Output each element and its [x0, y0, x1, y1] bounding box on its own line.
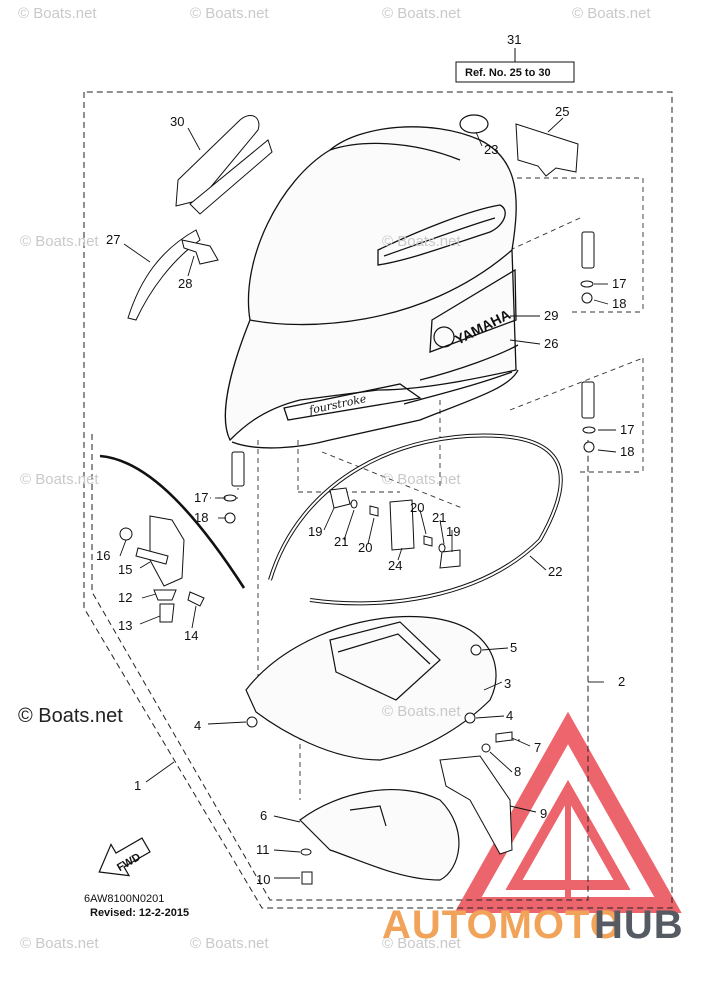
callout-31: 31 — [507, 32, 521, 47]
callout-25: 25 — [555, 104, 569, 119]
callout-13: 13 — [118, 618, 132, 633]
assembly-boundary-1 — [83, 91, 673, 909]
watermark: © Boats.net — [382, 233, 461, 250]
callout-7: 7 — [534, 740, 541, 755]
diagram-code: 6AW8100N0201 — [84, 893, 164, 905]
callout-18: 18 — [612, 296, 626, 311]
callout-15: 15 — [118, 562, 132, 577]
watermark: © Boats.net — [382, 935, 461, 952]
grommet-4b — [464, 712, 476, 724]
watermark: © Boats.net — [18, 5, 97, 22]
clip-28 — [181, 239, 219, 265]
callout-18: 18 — [194, 510, 208, 525]
callout-20: 20 — [358, 540, 372, 555]
watermark: © Boats.net — [382, 5, 461, 22]
watermark: © Boats.net — [20, 233, 99, 250]
bracket-parts — [329, 487, 461, 569]
callout-leaders — [119, 117, 617, 879]
callout-1: 1 — [134, 778, 141, 793]
callout-3: 3 — [504, 676, 511, 691]
main-watermark: © Boats.net — [18, 705, 123, 727]
ref-box-label: Ref. No. 25 to 30 — [465, 67, 551, 79]
side-strip-27 — [127, 229, 201, 321]
callout-28: 28 — [178, 276, 192, 291]
callout-21: 21 — [334, 534, 348, 549]
watermark: © Boats.net — [20, 935, 99, 952]
callout-4: 4 — [194, 718, 201, 733]
grommet-23 — [459, 114, 489, 134]
bolt-10 — [301, 871, 313, 885]
callout-6: 6 — [260, 808, 267, 823]
callout-19: 19 — [446, 524, 460, 539]
bolt-7 — [495, 731, 513, 743]
callout-17: 17 — [612, 276, 626, 291]
logo-text-automoto: AUTOMOTO — [382, 903, 622, 947]
callout-8: 8 — [514, 764, 521, 779]
callout-27: 27 — [106, 232, 120, 247]
revised-date: Revised: 12-2-2015 — [90, 907, 189, 919]
lock-assembly — [99, 454, 246, 623]
callout-17: 17 — [620, 422, 634, 437]
callout-23: 23 — [484, 142, 498, 157]
watermark: © Boats.net — [190, 5, 269, 22]
logo-text-hub: HUB — [594, 903, 684, 947]
latch-left — [223, 451, 245, 524]
bracket-8-9 — [439, 743, 513, 855]
callout-9: 9 — [540, 806, 547, 821]
callout-19: 19 — [308, 524, 322, 539]
watermark: © Boats.net — [190, 935, 269, 952]
lower-cover-6 — [299, 789, 460, 881]
callout-24: 24 — [388, 558, 402, 573]
callout-18: 18 — [620, 444, 634, 459]
watermark: © Boats.net — [382, 703, 461, 720]
washer-5 — [470, 644, 482, 656]
latch-right-upper — [580, 231, 595, 304]
callout-20: 20 — [410, 500, 424, 515]
watermark: © Boats.net — [572, 5, 651, 22]
callout-29: 29 — [544, 308, 558, 323]
callout-10: 10 — [256, 872, 270, 887]
top-cowling — [224, 126, 519, 449]
decal-30 — [175, 115, 273, 215]
washer-11 — [300, 848, 312, 856]
callout-14: 14 — [184, 628, 198, 643]
callout-4: 4 — [506, 708, 513, 723]
callout-12: 12 — [118, 590, 132, 605]
callout-30: 30 — [170, 114, 184, 129]
callout-16: 16 — [96, 548, 110, 563]
watermark: © Boats.net — [382, 471, 461, 488]
latch-right-lower — [581, 381, 596, 453]
decal-25 — [515, 123, 579, 177]
callout-17: 17 — [194, 490, 208, 505]
callout-22: 22 — [548, 564, 562, 579]
callout-26: 26 — [544, 336, 558, 351]
bottom-cowling-3 — [245, 615, 497, 761]
logo-triangle-icon — [454, 711, 682, 913]
callout-11: 11 — [256, 842, 270, 857]
fwd-arrow-icon — [98, 837, 151, 877]
callout-2: 2 — [618, 674, 625, 689]
callout-5: 5 — [510, 640, 517, 655]
callout-21: 21 — [432, 510, 446, 525]
watermark: © Boats.net — [20, 471, 99, 488]
grommet-4a — [246, 716, 258, 728]
